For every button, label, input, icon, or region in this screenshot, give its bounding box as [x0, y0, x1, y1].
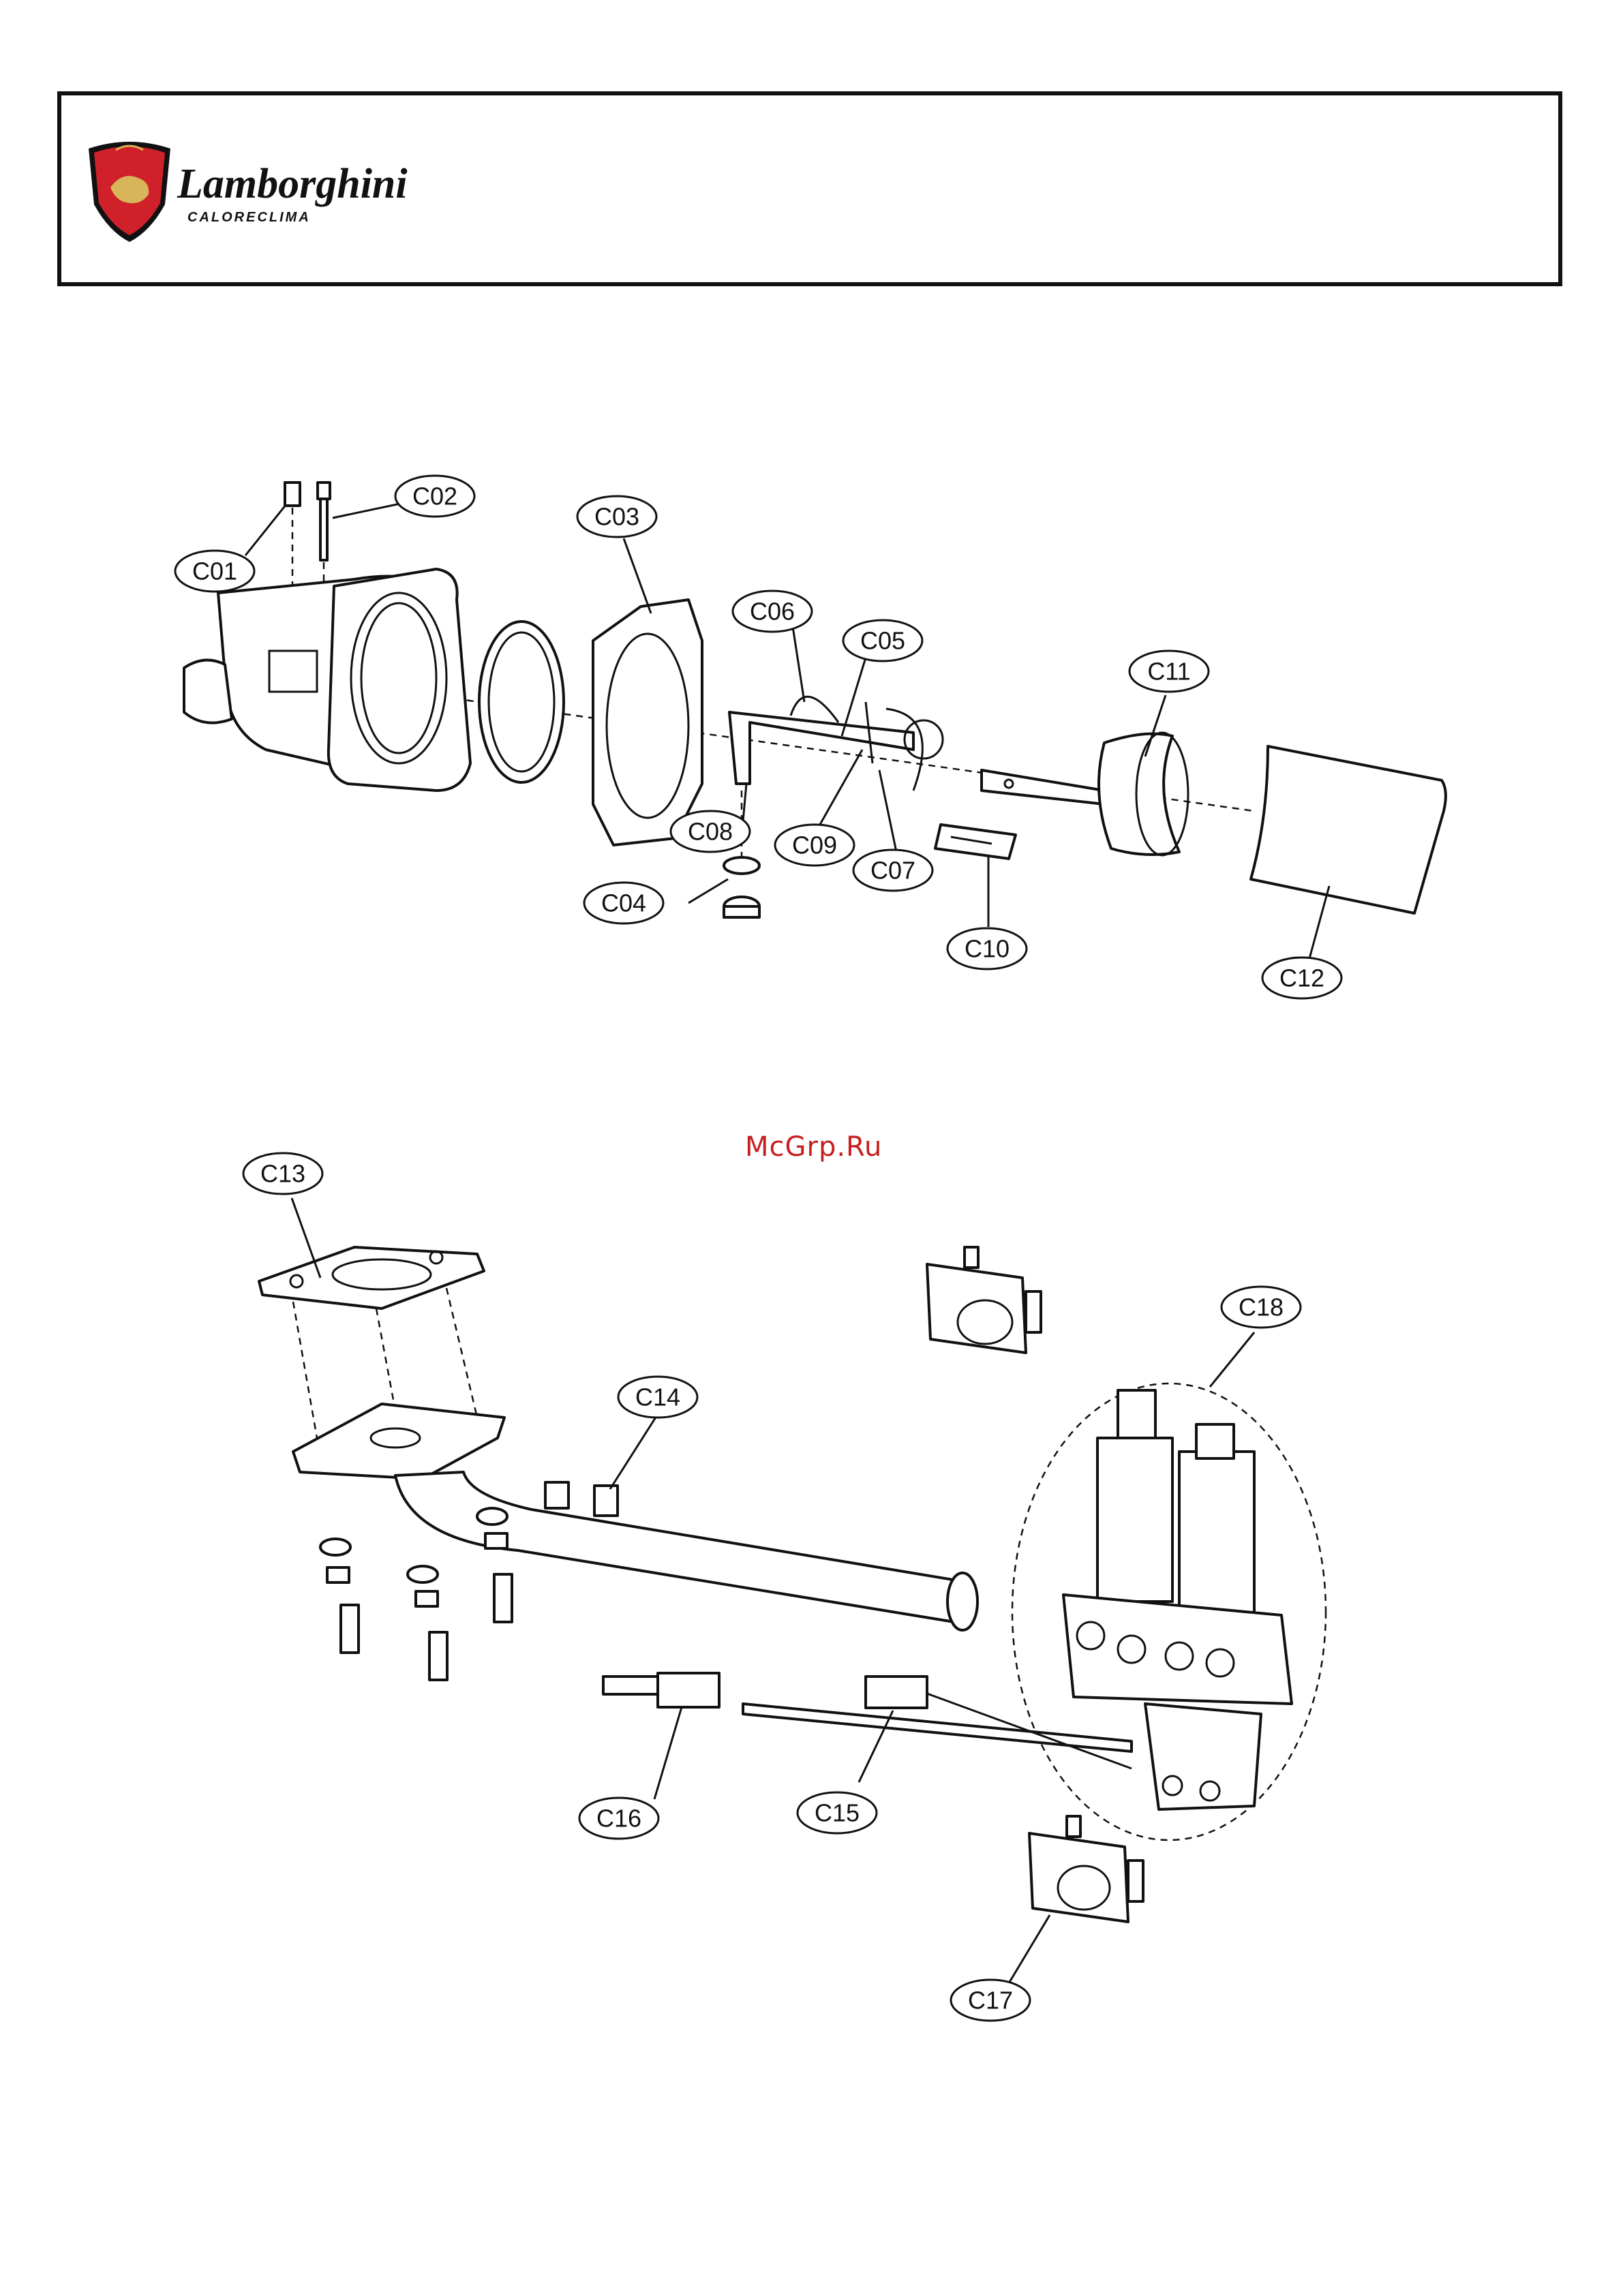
- label-c01: C01: [175, 551, 254, 592]
- svg-text:C11: C11: [1147, 658, 1190, 686]
- gas-pipe-flange: [293, 1404, 977, 1630]
- washer-nut-c04: [724, 791, 759, 917]
- label-c02: C02: [395, 476, 474, 517]
- support-rod: [982, 770, 1104, 804]
- label-c10: C10: [947, 928, 1027, 969]
- svg-text:C15: C15: [815, 1799, 860, 1827]
- svg-text:C03: C03: [594, 503, 639, 531]
- gas-valve-c18: [1012, 1383, 1326, 1840]
- svg-text:C18: C18: [1239, 1294, 1284, 1321]
- svg-text:C01: C01: [192, 557, 237, 585]
- svg-text:C09: C09: [792, 831, 837, 859]
- svg-text:C04: C04: [601, 889, 646, 917]
- label-c14: C14: [618, 1377, 697, 1418]
- svg-text:C08: C08: [688, 818, 733, 846]
- svg-text:C10: C10: [965, 935, 1010, 963]
- label-c15: C15: [798, 1792, 877, 1833]
- label-c17: C17: [951, 1980, 1030, 2021]
- label-c07: C07: [853, 850, 932, 891]
- electrode-assembly: [729, 697, 943, 791]
- label-c11: C11: [1129, 651, 1209, 692]
- screw-fitting-c01: [285, 483, 300, 586]
- probe-rod-c02: [318, 483, 330, 586]
- flat-plate-c10: [935, 825, 1016, 859]
- svg-text:C05: C05: [860, 627, 905, 655]
- svg-text:C13: C13: [260, 1160, 305, 1188]
- blast-tube-c12: [1251, 746, 1446, 913]
- gasket-c03: [593, 600, 702, 845]
- label-c09: C09: [775, 825, 854, 866]
- label-c18: C18: [1222, 1287, 1301, 1328]
- label-c06: C06: [733, 591, 812, 632]
- label-c12: C12: [1262, 958, 1341, 998]
- label-c13: C13: [243, 1153, 322, 1194]
- svg-text:C06: C06: [750, 598, 795, 626]
- test-nipple-c14: [545, 1482, 618, 1516]
- flange-gasket-c13: [259, 1247, 484, 1308]
- svg-text:C12: C12: [1279, 964, 1324, 992]
- label-c16: C16: [579, 1798, 658, 1839]
- clamping-ring: [479, 622, 564, 782]
- svg-text:C02: C02: [412, 483, 457, 510]
- label-c05: C05: [843, 620, 922, 661]
- fitting-c16: [603, 1673, 719, 1707]
- svg-text:C07: C07: [870, 857, 915, 885]
- burner-housing: [184, 569, 470, 791]
- label-c04: C04: [584, 883, 663, 923]
- svg-text:C14: C14: [635, 1383, 680, 1411]
- svg-text:C17: C17: [968, 1987, 1013, 2015]
- coil-upper: [927, 1247, 1041, 1353]
- diffuser-c11: [1099, 733, 1188, 855]
- label-c08: C08: [671, 811, 750, 852]
- svg-text:C16: C16: [596, 1805, 641, 1833]
- label-c03: C03: [577, 496, 656, 537]
